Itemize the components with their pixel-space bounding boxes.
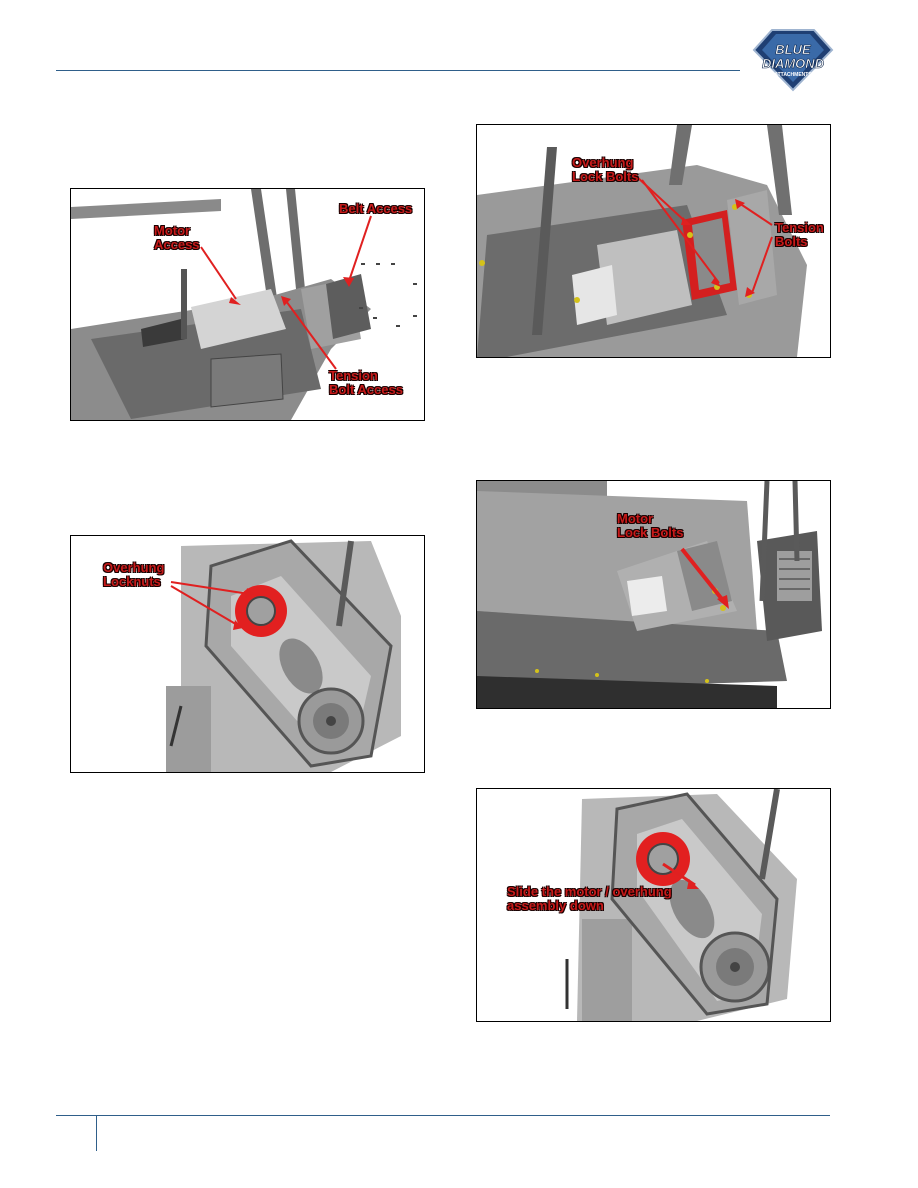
slide-motor-illustration — [477, 789, 830, 1021]
brand-logo: BLUE DIAMOND ATTACHMENTS — [752, 24, 834, 92]
diamond-logo-icon: BLUE DIAMOND ATTACHMENTS — [752, 29, 834, 92]
mower-side-illustration — [71, 189, 424, 420]
footer-rule — [56, 1115, 830, 1116]
footer-divider — [96, 1115, 97, 1151]
svg-text:BLUE: BLUE — [775, 42, 811, 57]
svg-text:DIAMOND: DIAMOND — [762, 56, 825, 71]
belt-drive-illustration — [71, 536, 424, 772]
header-rule — [56, 70, 740, 71]
svg-text:ATTACHMENTS: ATTACHMENTS — [774, 72, 812, 78]
gearbox-illustration — [477, 125, 830, 357]
motor-mount-illustration — [477, 481, 830, 708]
callout-belt-access: Belt Access — [339, 201, 413, 216]
